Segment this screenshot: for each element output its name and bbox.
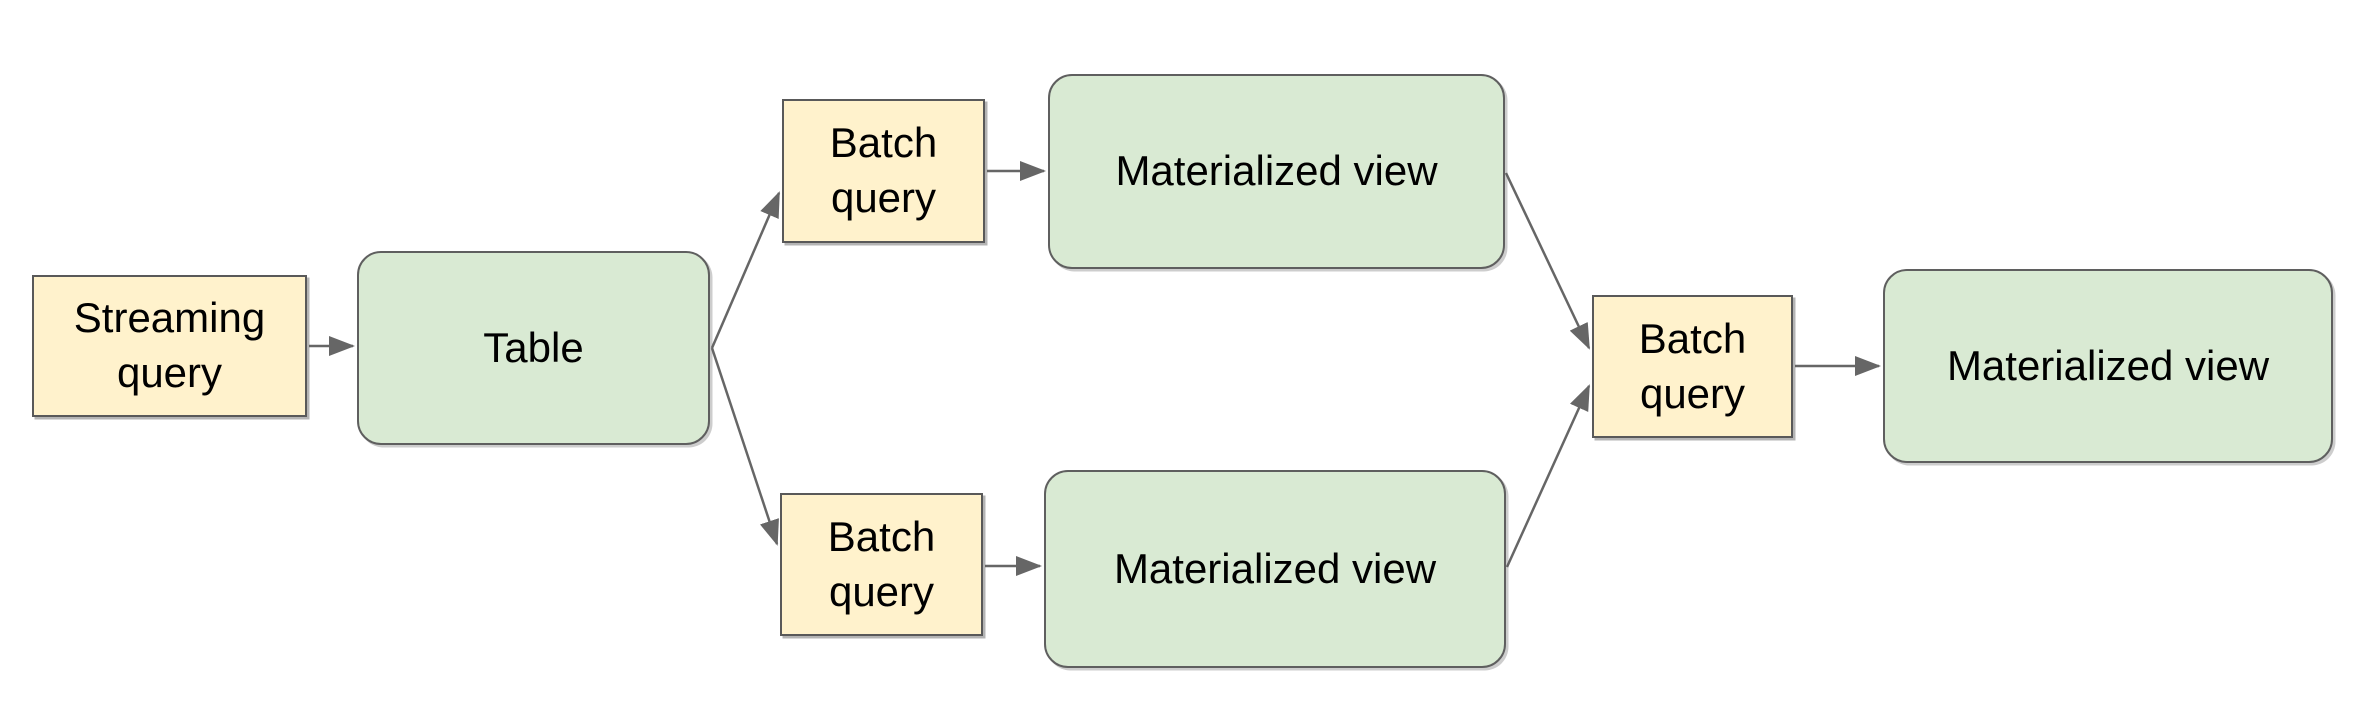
node-label: Table <box>483 323 584 371</box>
node-batch-query-bottom: Batch query <box>780 493 983 636</box>
node-table: Table <box>357 251 710 445</box>
node-label: Materialized view <box>1946 341 2270 389</box>
node-label: Batch query <box>827 512 936 615</box>
node-label: Batch query <box>829 119 938 221</box>
node-label: Streaming query <box>73 294 266 396</box>
node-label: Materialized view <box>1113 544 1437 592</box>
node-materialized-view-bottom: Materialized view <box>1044 470 1506 668</box>
node-streaming-query: Streaming query <box>32 275 307 417</box>
arrow-materialized-view-bottom-to-batch-query-right <box>1505 384 1591 568</box>
node-label: Materialized view <box>1115 147 1438 195</box>
node-label: Batch query <box>1638 314 1747 417</box>
node-materialized-view-right: Materialized view <box>1883 269 2333 463</box>
arrow-materialized-view-top-to-batch-query-right <box>1504 172 1591 350</box>
node-materialized-view-top: Materialized view <box>1048 74 1505 269</box>
node-batch-query-top: Batch query <box>782 99 985 243</box>
arrow-table-to-batch-query-top <box>710 191 781 349</box>
arrow-table-to-batch-query-bottom <box>710 347 779 546</box>
node-batch-query-right: Batch query <box>1592 295 1793 438</box>
